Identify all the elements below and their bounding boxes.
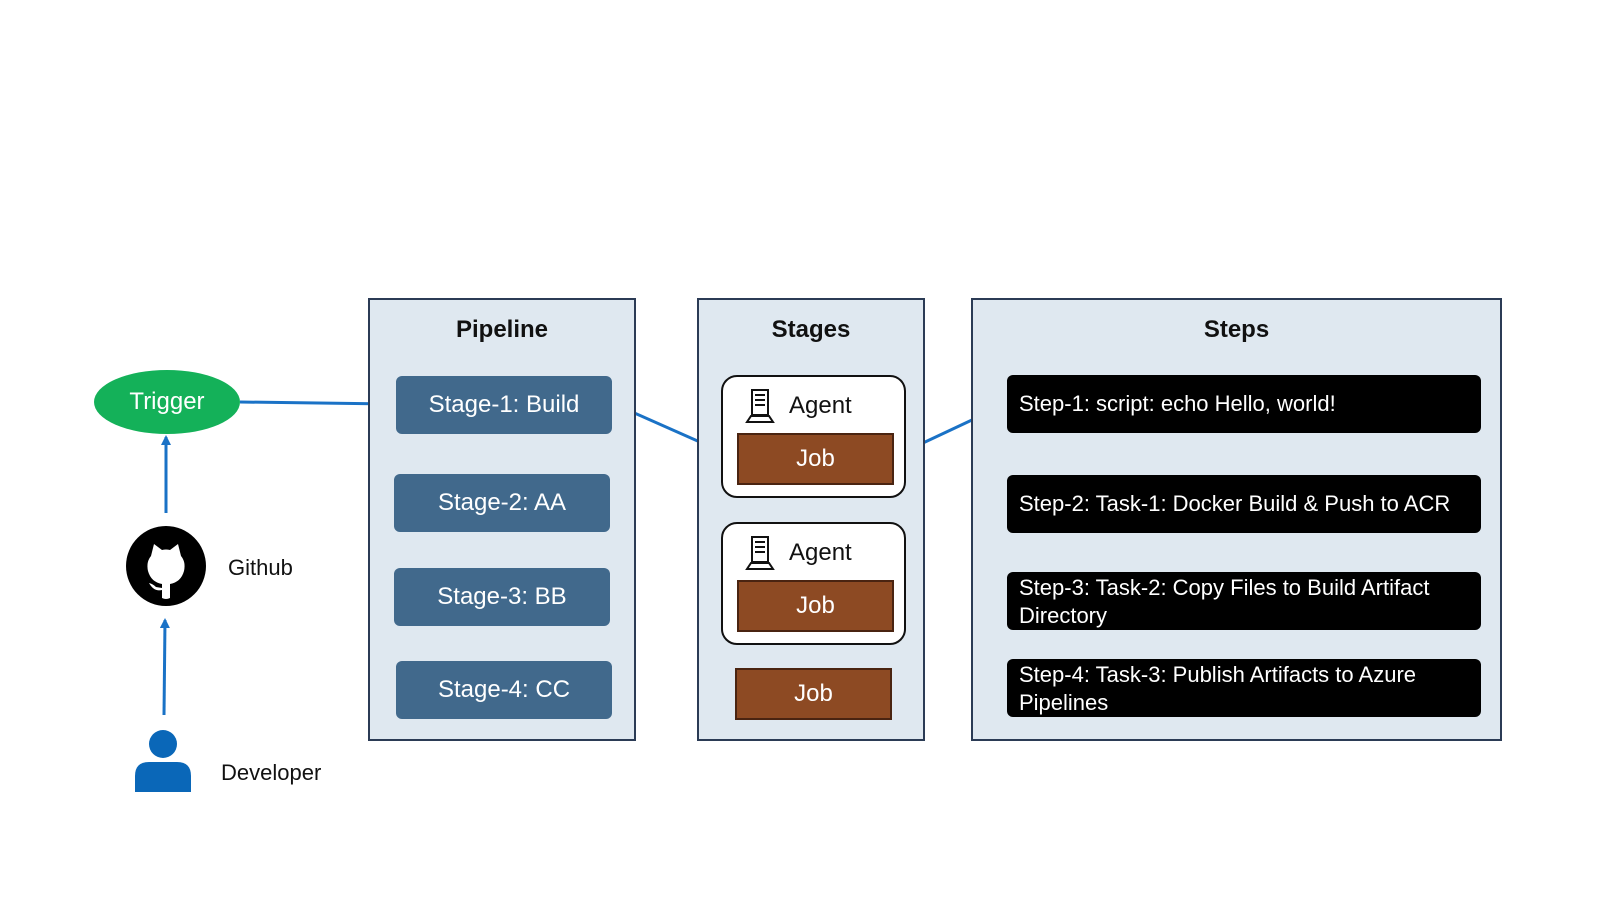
- trigger-label: Trigger: [129, 388, 205, 415]
- server-icon: [745, 536, 775, 570]
- trigger-node: Trigger: [94, 370, 240, 434]
- agent-2-job: Job: [737, 580, 894, 632]
- arrow-developer-to-github: [159, 618, 170, 716]
- agent-card-1: Agent Job: [721, 375, 906, 498]
- stage-3-label: Stage-3: BB: [437, 583, 567, 610]
- step-2-label: Step-2: Task-1: Docker Build & Push to A…: [1019, 491, 1451, 516]
- stage-2-label: Stage-2: AA: [437, 489, 567, 516]
- standalone-job-label: Job: [794, 680, 833, 707]
- stages-panel: Stages Agent Job: [697, 298, 925, 741]
- step-4-label: Step-4: Task-3: Publish Artifacts to Azu…: [1019, 662, 1417, 715]
- step-3-label: Step-3: Task-2: Copy Files to Build Arti…: [1019, 575, 1430, 628]
- agent-card-2: Agent Job: [721, 522, 906, 645]
- agent-2-label: Agent: [789, 539, 852, 566]
- stages-title: Stages: [771, 316, 851, 343]
- stage-1-label: Stage-1: Build: [428, 391, 580, 418]
- stage-3-box: Stage-3: BB: [394, 568, 610, 626]
- agent-1-job: Job: [737, 433, 894, 485]
- steps-title: Steps: [1203, 316, 1270, 343]
- arrow-trigger-to-stage-1: [239, 398, 394, 409]
- pipeline-panel: Pipeline Stage-1: Build Stage-2: AA Stag…: [368, 298, 636, 741]
- agent-1-label: Agent: [789, 392, 852, 419]
- developer-label: Developer: [221, 760, 322, 785]
- step-2-box: Step-2: Task-1: Docker Build & Push to A…: [1007, 475, 1481, 533]
- pipeline-title: Pipeline: [455, 316, 549, 343]
- steps-panel: Steps Step-1: script: echo Hello, world!…: [971, 298, 1502, 741]
- github-icon: [126, 526, 206, 606]
- person-icon: [132, 728, 194, 792]
- step-1-box: Step-1: script: echo Hello, world!: [1007, 375, 1481, 433]
- step-4-box: Step-4: Task-3: Publish Artifacts to Azu…: [1007, 659, 1481, 717]
- server-icon: [745, 389, 775, 423]
- step-1-label: Step-1: script: echo Hello, world!: [1019, 391, 1336, 416]
- agent-1-job-label: Job: [796, 445, 835, 472]
- stage-2-box: Stage-2: AA: [394, 474, 610, 532]
- stage-4-label: Stage-4: CC: [437, 676, 571, 703]
- github-label: Github: [228, 555, 293, 580]
- step-3-box: Step-3: Task-2: Copy Files to Build Arti…: [1007, 572, 1481, 630]
- agent-header-1: Agent: [745, 389, 852, 423]
- agent-2-job-label: Job: [796, 592, 835, 619]
- stage-4-box: Stage-4: CC: [396, 661, 612, 719]
- stage-1-box: Stage-1: Build: [396, 376, 612, 434]
- standalone-job: Job: [735, 668, 892, 720]
- agent-header-2: Agent: [745, 536, 852, 570]
